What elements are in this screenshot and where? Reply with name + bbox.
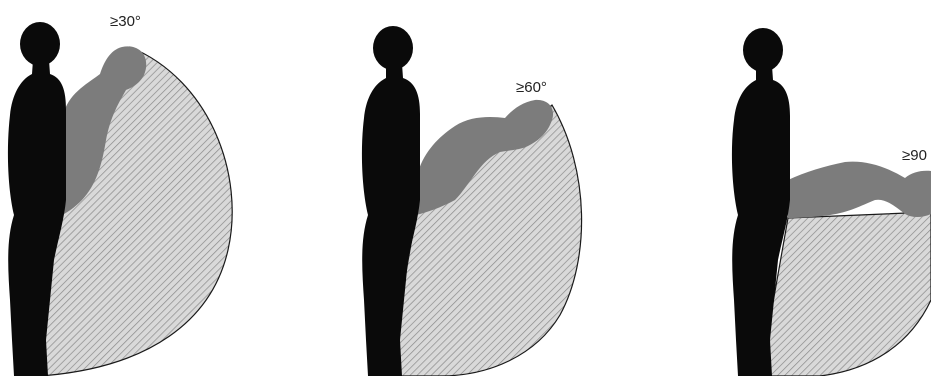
panel-60-degrees: ≥60° [362,26,582,376]
angle-label-60: ≥60° [516,79,547,96]
bent-torso-silhouette [788,162,931,218]
angle-label-90: ≥90 [902,147,927,164]
angle-label-30: ≥30° [110,13,141,30]
sweep-sector [760,212,931,376]
panel-30-degrees: ≥30° [8,13,232,376]
panel-90-degrees: ≥90 [732,28,931,376]
